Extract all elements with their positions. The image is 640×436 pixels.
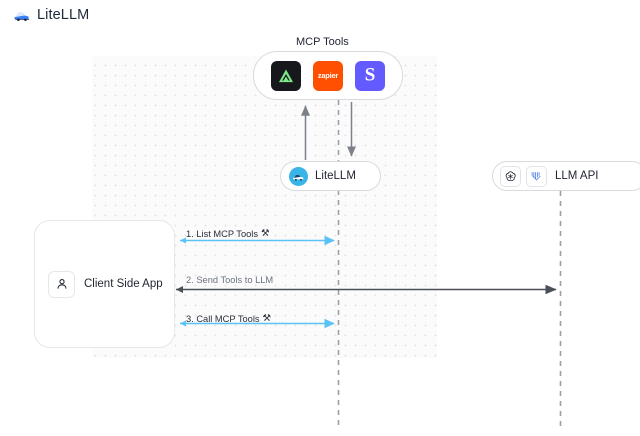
- node-litellm-label: LiteLLM: [315, 170, 356, 182]
- edge-1-arrowhead-left: [180, 237, 186, 244]
- mcp-tools-title: MCP Tools: [296, 36, 349, 48]
- canvas-fade-bottom: [0, 358, 640, 436]
- stripe-logo-icon[interactable]: S: [355, 60, 385, 91]
- edge-1-label-group: 1. List MCP Tools ⚒: [186, 229, 270, 239]
- node-llm-api[interactable]: LLM API: [492, 161, 640, 191]
- edge-3-label-group: 3. Call MCP Tools ⚒: [186, 314, 271, 324]
- zapier-logo-icon[interactable]: zapier: [313, 60, 343, 91]
- zapier-wordmark: zapier: [317, 71, 339, 80]
- edge-3-arrowhead-left: [180, 320, 186, 327]
- tools-icon: ⚒: [261, 228, 270, 240]
- mcp-tools-group[interactable]: zapier S: [253, 51, 403, 100]
- brand-name: LiteLLM: [37, 7, 90, 23]
- node-client-side-app[interactable]: Client Side App: [34, 220, 175, 348]
- edge-3-label: 3. Call MCP Tools: [186, 314, 260, 324]
- brand[interactable]: LiteLLM: [13, 6, 89, 24]
- edge-1-label: 1. List MCP Tools: [186, 229, 258, 239]
- anthropic-logo-icon: [526, 165, 547, 187]
- apify-logo-icon[interactable]: [271, 60, 301, 91]
- edge-2-arrowhead-left: [176, 286, 183, 293]
- app-header: LiteLLM: [0, 0, 640, 30]
- edge-2-label: 2. Send Tools to LLM: [186, 275, 274, 285]
- node-litellm[interactable]: LiteLLM: [280, 161, 381, 191]
- node-client-side-app-label: Client Side App: [84, 278, 163, 290]
- user-icon: [48, 270, 75, 298]
- litellm-truck-logo-icon: [14, 12, 30, 21]
- openai-logo-icon: [500, 165, 521, 187]
- edge-2-label-group: 2. Send Tools to LLM: [186, 275, 273, 285]
- node-llm-api-label: LLM API: [555, 170, 599, 182]
- stripe-letter: S: [364, 64, 376, 86]
- litellm-logo-icon: [289, 166, 308, 186]
- tools-icon: ⚒: [262, 313, 272, 325]
